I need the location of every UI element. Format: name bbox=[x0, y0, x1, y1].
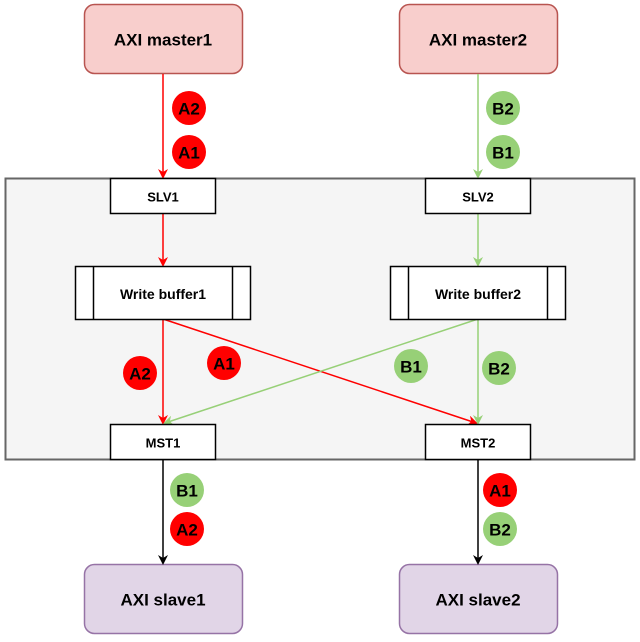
token-circle bbox=[394, 349, 428, 383]
mst1-port[interactable]: MST1 bbox=[109, 423, 217, 461]
token-a2: A2 bbox=[172, 91, 206, 125]
axi-slave1-label: AXI slave1 bbox=[120, 591, 205, 610]
write-buffer1[interactable]: Write buffer1 bbox=[74, 265, 252, 321]
token-label: A1 bbox=[489, 482, 511, 501]
token-b2: B2 bbox=[482, 351, 516, 385]
token-a2: A2 bbox=[170, 512, 204, 546]
axi-master2-node[interactable]: AXI master2 bbox=[398, 3, 559, 75]
token-circle bbox=[207, 346, 241, 380]
token-label: B1 bbox=[176, 482, 198, 501]
edge-wbuf2-mst1 bbox=[163, 318, 479, 426]
write-buffer1-label: Write buffer1 bbox=[120, 286, 206, 302]
token-circle bbox=[170, 512, 204, 546]
token-b1: B1 bbox=[486, 135, 520, 169]
token-a2: A2 bbox=[123, 356, 157, 390]
token-a1: A1 bbox=[207, 346, 241, 380]
token-label: A2 bbox=[178, 100, 200, 119]
slv1-port[interactable]: SLV1 bbox=[109, 177, 217, 215]
token-b1: B1 bbox=[394, 349, 428, 383]
axi-master1-label: AXI master1 bbox=[114, 31, 212, 50]
axi-slave1-node[interactable]: AXI slave1 bbox=[83, 563, 244, 635]
token-b1: B1 bbox=[170, 473, 204, 507]
slv2-label: SLV2 bbox=[462, 190, 494, 205]
token-a1: A1 bbox=[483, 473, 517, 507]
token-a1: A1 bbox=[172, 135, 206, 169]
token-circle bbox=[483, 473, 517, 507]
token-circle bbox=[482, 351, 516, 385]
write-buffer2-label: Write buffer2 bbox=[435, 286, 521, 302]
token-label: B1 bbox=[400, 358, 422, 377]
token-circle bbox=[172, 135, 206, 169]
mst1-label: MST1 bbox=[146, 436, 181, 451]
token-circle bbox=[172, 91, 206, 125]
token-label: B2 bbox=[488, 360, 510, 379]
token-label: B2 bbox=[492, 100, 514, 119]
token-label: A1 bbox=[178, 144, 200, 163]
token-b2: B2 bbox=[486, 91, 520, 125]
token-circle bbox=[123, 356, 157, 390]
token-label: A2 bbox=[129, 365, 151, 384]
mst2-label: MST2 bbox=[461, 436, 496, 451]
token-label: A1 bbox=[213, 355, 235, 374]
slv2-port[interactable]: SLV2 bbox=[424, 177, 532, 215]
axi-slave2-label: AXI slave2 bbox=[435, 591, 520, 610]
token-label: B2 bbox=[489, 521, 511, 540]
token-label: B1 bbox=[492, 144, 514, 163]
axi-master2-label: AXI master2 bbox=[429, 31, 527, 50]
slv1-label: SLV1 bbox=[147, 190, 179, 205]
token-circle bbox=[486, 91, 520, 125]
axi-master1-node[interactable]: AXI master1 bbox=[83, 3, 244, 75]
token-circle bbox=[170, 473, 204, 507]
token-b2: B2 bbox=[483, 512, 517, 546]
token-label: A2 bbox=[176, 521, 198, 540]
token-circle bbox=[483, 512, 517, 546]
token-circle bbox=[486, 135, 520, 169]
write-buffer2[interactable]: Write buffer2 bbox=[389, 265, 567, 321]
mst2-port[interactable]: MST2 bbox=[424, 423, 532, 461]
axi-slave2-node[interactable]: AXI slave2 bbox=[398, 563, 559, 635]
